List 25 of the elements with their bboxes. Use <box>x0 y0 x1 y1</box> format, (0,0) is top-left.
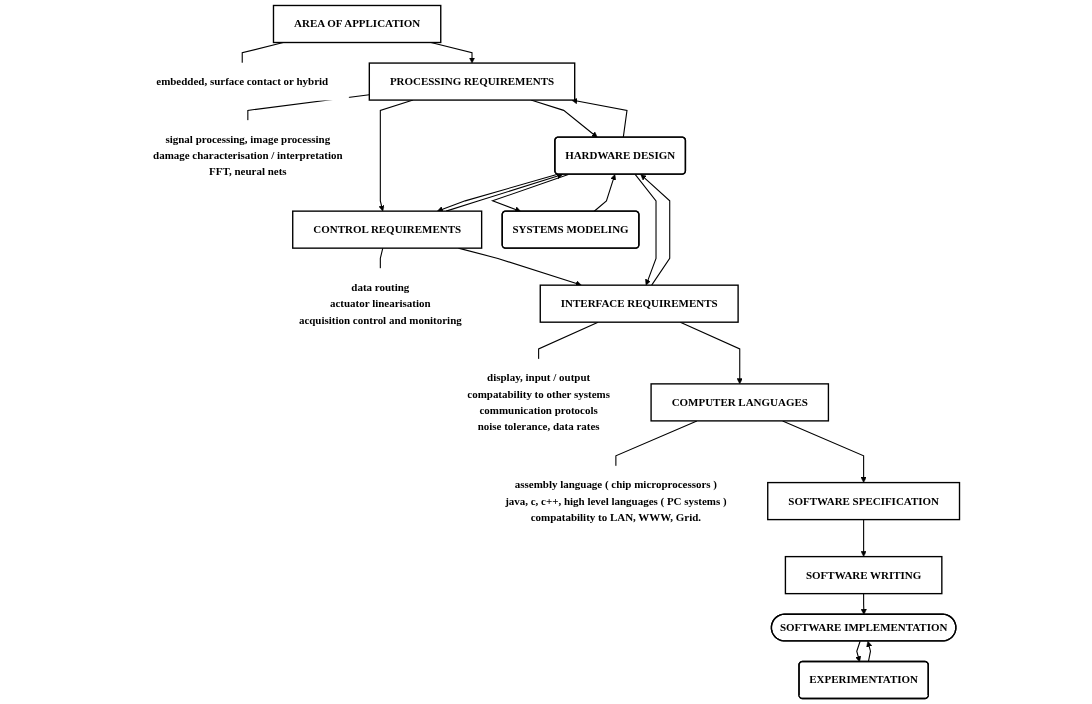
node-box: INTERFACE REQUIREMENTS <box>539 284 739 323</box>
arrow <box>634 173 657 286</box>
arrow <box>593 174 617 212</box>
arrow <box>855 640 862 663</box>
arrow <box>571 98 628 138</box>
arrow <box>860 519 867 557</box>
connector <box>538 321 599 360</box>
node-box: PROCESSING REQUIREMENTS <box>368 62 576 101</box>
connector <box>615 420 698 467</box>
arrow <box>782 420 867 483</box>
node-box: AREA OF APPLICATION <box>272 4 442 44</box>
arrow <box>860 593 867 615</box>
node-box: SOFTWARE SPECIFICATION <box>767 481 961 521</box>
node-box: CONTROL REQUIREMENTS <box>292 210 483 249</box>
arrow <box>866 641 873 663</box>
node-box: SOFTWARE WRITING <box>784 555 943 595</box>
arrow <box>640 174 671 286</box>
node-text: signal processing, image processing damage characterisation / interpretation FFT, neural nets <box>153 132 343 178</box>
node-text: assembly language ( chip microprocessors ) java, c, c++, high level languages ( PC systems ) compatability to LAN, WWW, Grid. <box>505 478 727 524</box>
node-box: COMPUTER LANGUAGES <box>650 383 830 422</box>
node-text: display, input / output compatability to other systems communication protocols noise tolerance, data rates <box>467 371 610 433</box>
node-text: data routing actuator linearisation acquisition control and monitoring <box>298 281 462 326</box>
connector <box>379 247 384 270</box>
node-text: embedded, surface contact or hybrid <box>156 75 329 88</box>
arrow <box>490 173 569 213</box>
